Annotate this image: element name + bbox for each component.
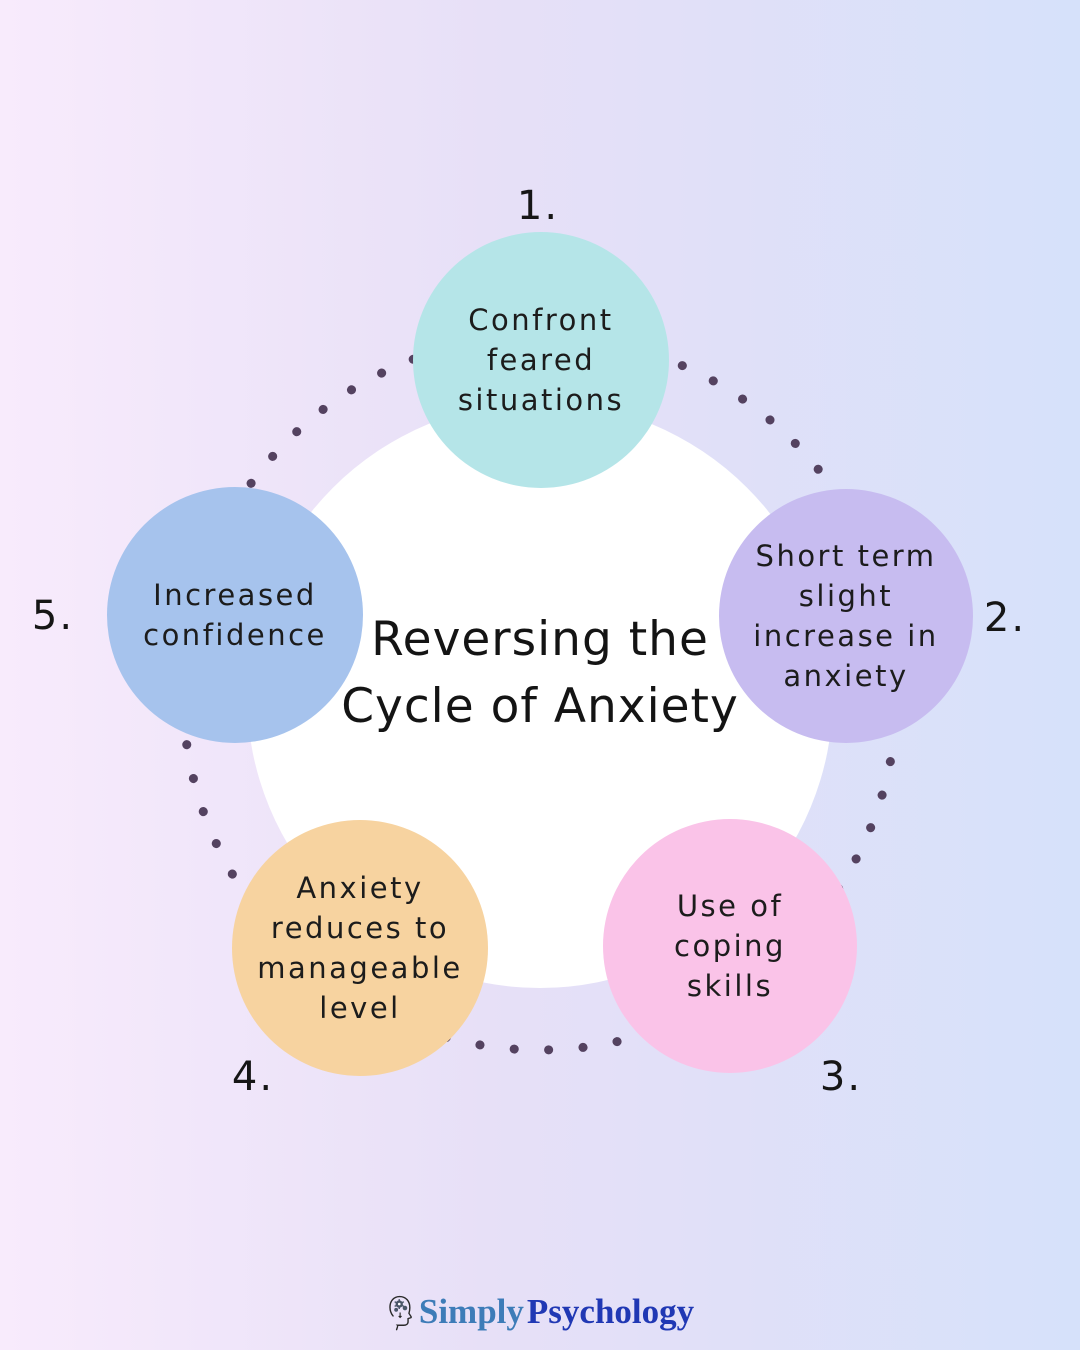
title-line-2: Cycle of Anxiety	[341, 679, 739, 734]
step-label: Anxiety reduces to manageable level	[257, 868, 463, 1028]
step-label: Use of coping skills	[674, 886, 786, 1006]
brand-name-psychology: Psychology	[526, 1292, 695, 1331]
step-number-2: 2.	[983, 595, 1027, 641]
step-label-line: Increased	[153, 578, 317, 612]
diagram-title: Reversing the Cycle of Anxiety	[341, 606, 739, 740]
step-circle-anxiety-reduces: Anxiety reduces to manageable level	[232, 820, 488, 1076]
step-circle-increased-confidence: Increased confidence	[107, 487, 363, 743]
step-label-line: coping	[674, 929, 786, 963]
step-label-line: Use of	[676, 889, 784, 923]
step-label-line: manageable	[257, 951, 463, 985]
step-label-line: level	[319, 991, 401, 1025]
step-number-1: 1.	[516, 183, 560, 229]
step-label: Increased confidence	[143, 575, 327, 655]
step-label: Confront feared situations	[458, 300, 624, 420]
step-circle-confront-feared-situations: Confront feared situations	[413, 232, 669, 488]
step-label-line: Short term	[755, 539, 937, 573]
step-label-line: skills	[686, 969, 774, 1003]
step-label-line: Confront	[468, 303, 614, 337]
step-label-line: confidence	[143, 618, 327, 652]
step-label-line: feared	[486, 343, 596, 377]
step-label-line: anxiety	[783, 659, 909, 693]
brand-name-simply: Simply	[418, 1292, 524, 1331]
step-label-line: Anxiety	[296, 871, 424, 905]
step-circle-short-term-increase: Short term slight increase in anxiety	[719, 489, 973, 743]
step-number-5: 5.	[31, 593, 75, 639]
step-label-line: increase in	[753, 619, 939, 653]
step-label-line: slight	[798, 579, 894, 613]
brain-head-icon	[389, 1295, 412, 1331]
title-line-1: Reversing the	[371, 612, 709, 667]
step-circle-use-of-coping-skills: Use of coping skills	[603, 819, 857, 1073]
step-label-line: situations	[457, 383, 625, 417]
step-number-3: 3.	[819, 1054, 863, 1100]
step-label-line: reduces to	[270, 911, 450, 945]
step-number-4: 4.	[231, 1054, 275, 1100]
step-label: Short term slight increase in anxiety	[753, 536, 938, 696]
